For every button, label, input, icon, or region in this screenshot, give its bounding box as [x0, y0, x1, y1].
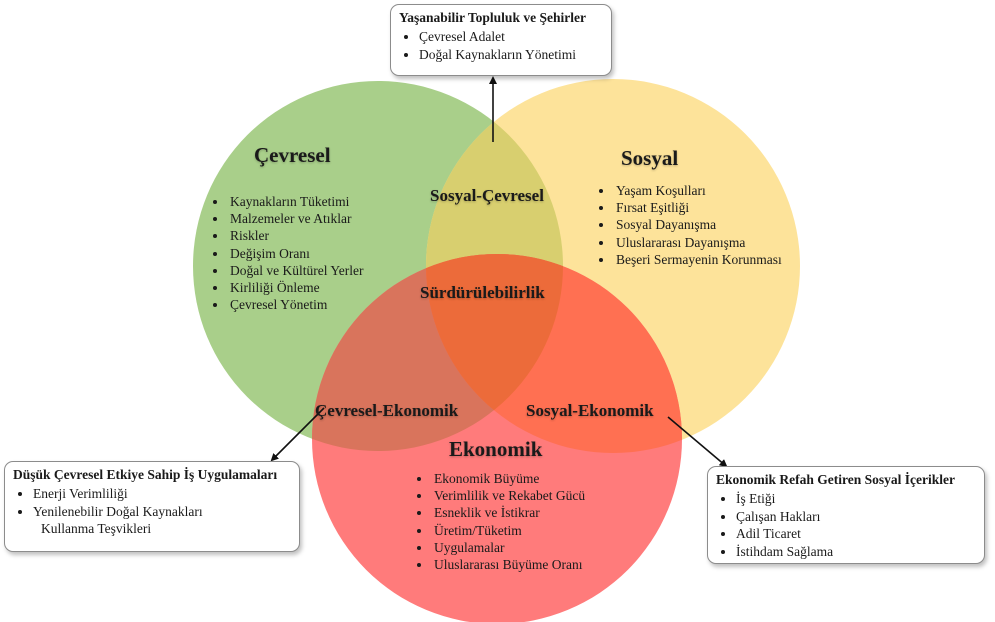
list-sosyal: Yaşam Koşulları Fırsat Eşitliği Sosyal D…: [592, 182, 782, 268]
callout-right-title: Ekonomik Refah Getiren Sosyal İçerikler: [716, 472, 955, 487]
list-item: Yaşam Koşulları: [614, 182, 782, 199]
list-item: İş Etiği: [736, 490, 976, 508]
label-sosyal-ekonomik: Sosyal-Ekonomik: [526, 401, 654, 420]
list-item: Değişim Oranı: [228, 245, 363, 262]
callout-top-title: Yaşanabilir Topluluk ve Şehirler: [399, 10, 586, 25]
list-item: Enerji Verimliliği: [33, 485, 291, 503]
list-item: Malzemeler ve Atıklar: [228, 210, 363, 227]
label-surdurulebilirlik: Sürdürülebilirlik: [420, 283, 545, 302]
callout-top: Yaşanabilir Topluluk ve Şehirler Çevrese…: [390, 4, 612, 76]
list-item: Uluslararası Büyüme Oranı: [432, 556, 585, 573]
callout-right: Ekonomik Refah Getiren Sosyal İçerikler …: [707, 466, 985, 564]
list-cevresel: Kaynakların Tüketimi Malzemeler ve Atıkl…: [206, 193, 363, 313]
label-sosyal-cevresel: Sosyal-Çevresel: [430, 186, 544, 205]
list-item: Uygulamalar: [432, 539, 585, 556]
arrow-left: [270, 407, 325, 462]
arrow-right: [667, 416, 728, 468]
title-sosyal: Sosyal: [621, 146, 679, 170]
callout-left-list: Enerji Verimliliği Yenilenebilir Doğal K…: [13, 485, 291, 538]
list-item: Doğal Kaynakların Yönetimi: [419, 46, 603, 64]
list-item: Fırsat Eşitliği: [614, 199, 782, 216]
list-item: Ekonomik Büyüme: [432, 470, 585, 487]
list-item: Çevresel Adalet: [419, 28, 603, 46]
list-item: Çalışan Hakları: [736, 508, 976, 526]
callout-top-list: Çevresel Adalet Doğal Kaynakların Yöneti…: [399, 28, 603, 63]
list-ekonomik: Ekonomik Büyüme Verimlilik ve Rekabet Gü…: [410, 470, 585, 573]
list-item: Sosyal Dayanışma: [614, 216, 782, 233]
callout-right-list: İş Etiği Çalışan Hakları Adil Ticaret İs…: [716, 490, 976, 560]
list-item: Beşeri Sermayenin Korunması: [614, 251, 782, 268]
list-item: Uluslararası Dayanışma: [614, 234, 782, 251]
list-item: Kaynakların Tüketimi: [228, 193, 363, 210]
label-cevresel-ekonomik: Çevresel-Ekonomik: [315, 401, 459, 420]
callout-left: Düşük Çevresel Etkiye Sahip İş Uygulamal…: [4, 461, 300, 552]
list-item: Üretim/Tüketim: [432, 522, 585, 539]
list-item-continuation: Kullanma Teşvikleri: [41, 521, 152, 536]
title-cevresel: Çevresel: [254, 143, 331, 167]
list-item-text: Yenilenebilir Doğal Kaynakları: [33, 503, 203, 519]
list-item: Esneklik ve İstikrar: [432, 504, 585, 521]
list-item: Doğal ve Kültürel Yerler: [228, 262, 363, 279]
list-item: Kirliliği Önleme: [228, 279, 363, 296]
list-item: Verimlilik ve Rekabet Gücü: [432, 487, 585, 504]
callout-left-title: Düşük Çevresel Etkiye Sahip İş Uygulamal…: [13, 467, 278, 482]
title-ekonomik: Ekonomik: [449, 437, 543, 461]
list-item: Adil Ticaret: [736, 525, 976, 543]
list-item: Riskler: [228, 227, 363, 244]
list-item: İstihdam Sağlama: [736, 543, 976, 561]
list-item: Çevresel Yönetim: [228, 296, 363, 313]
